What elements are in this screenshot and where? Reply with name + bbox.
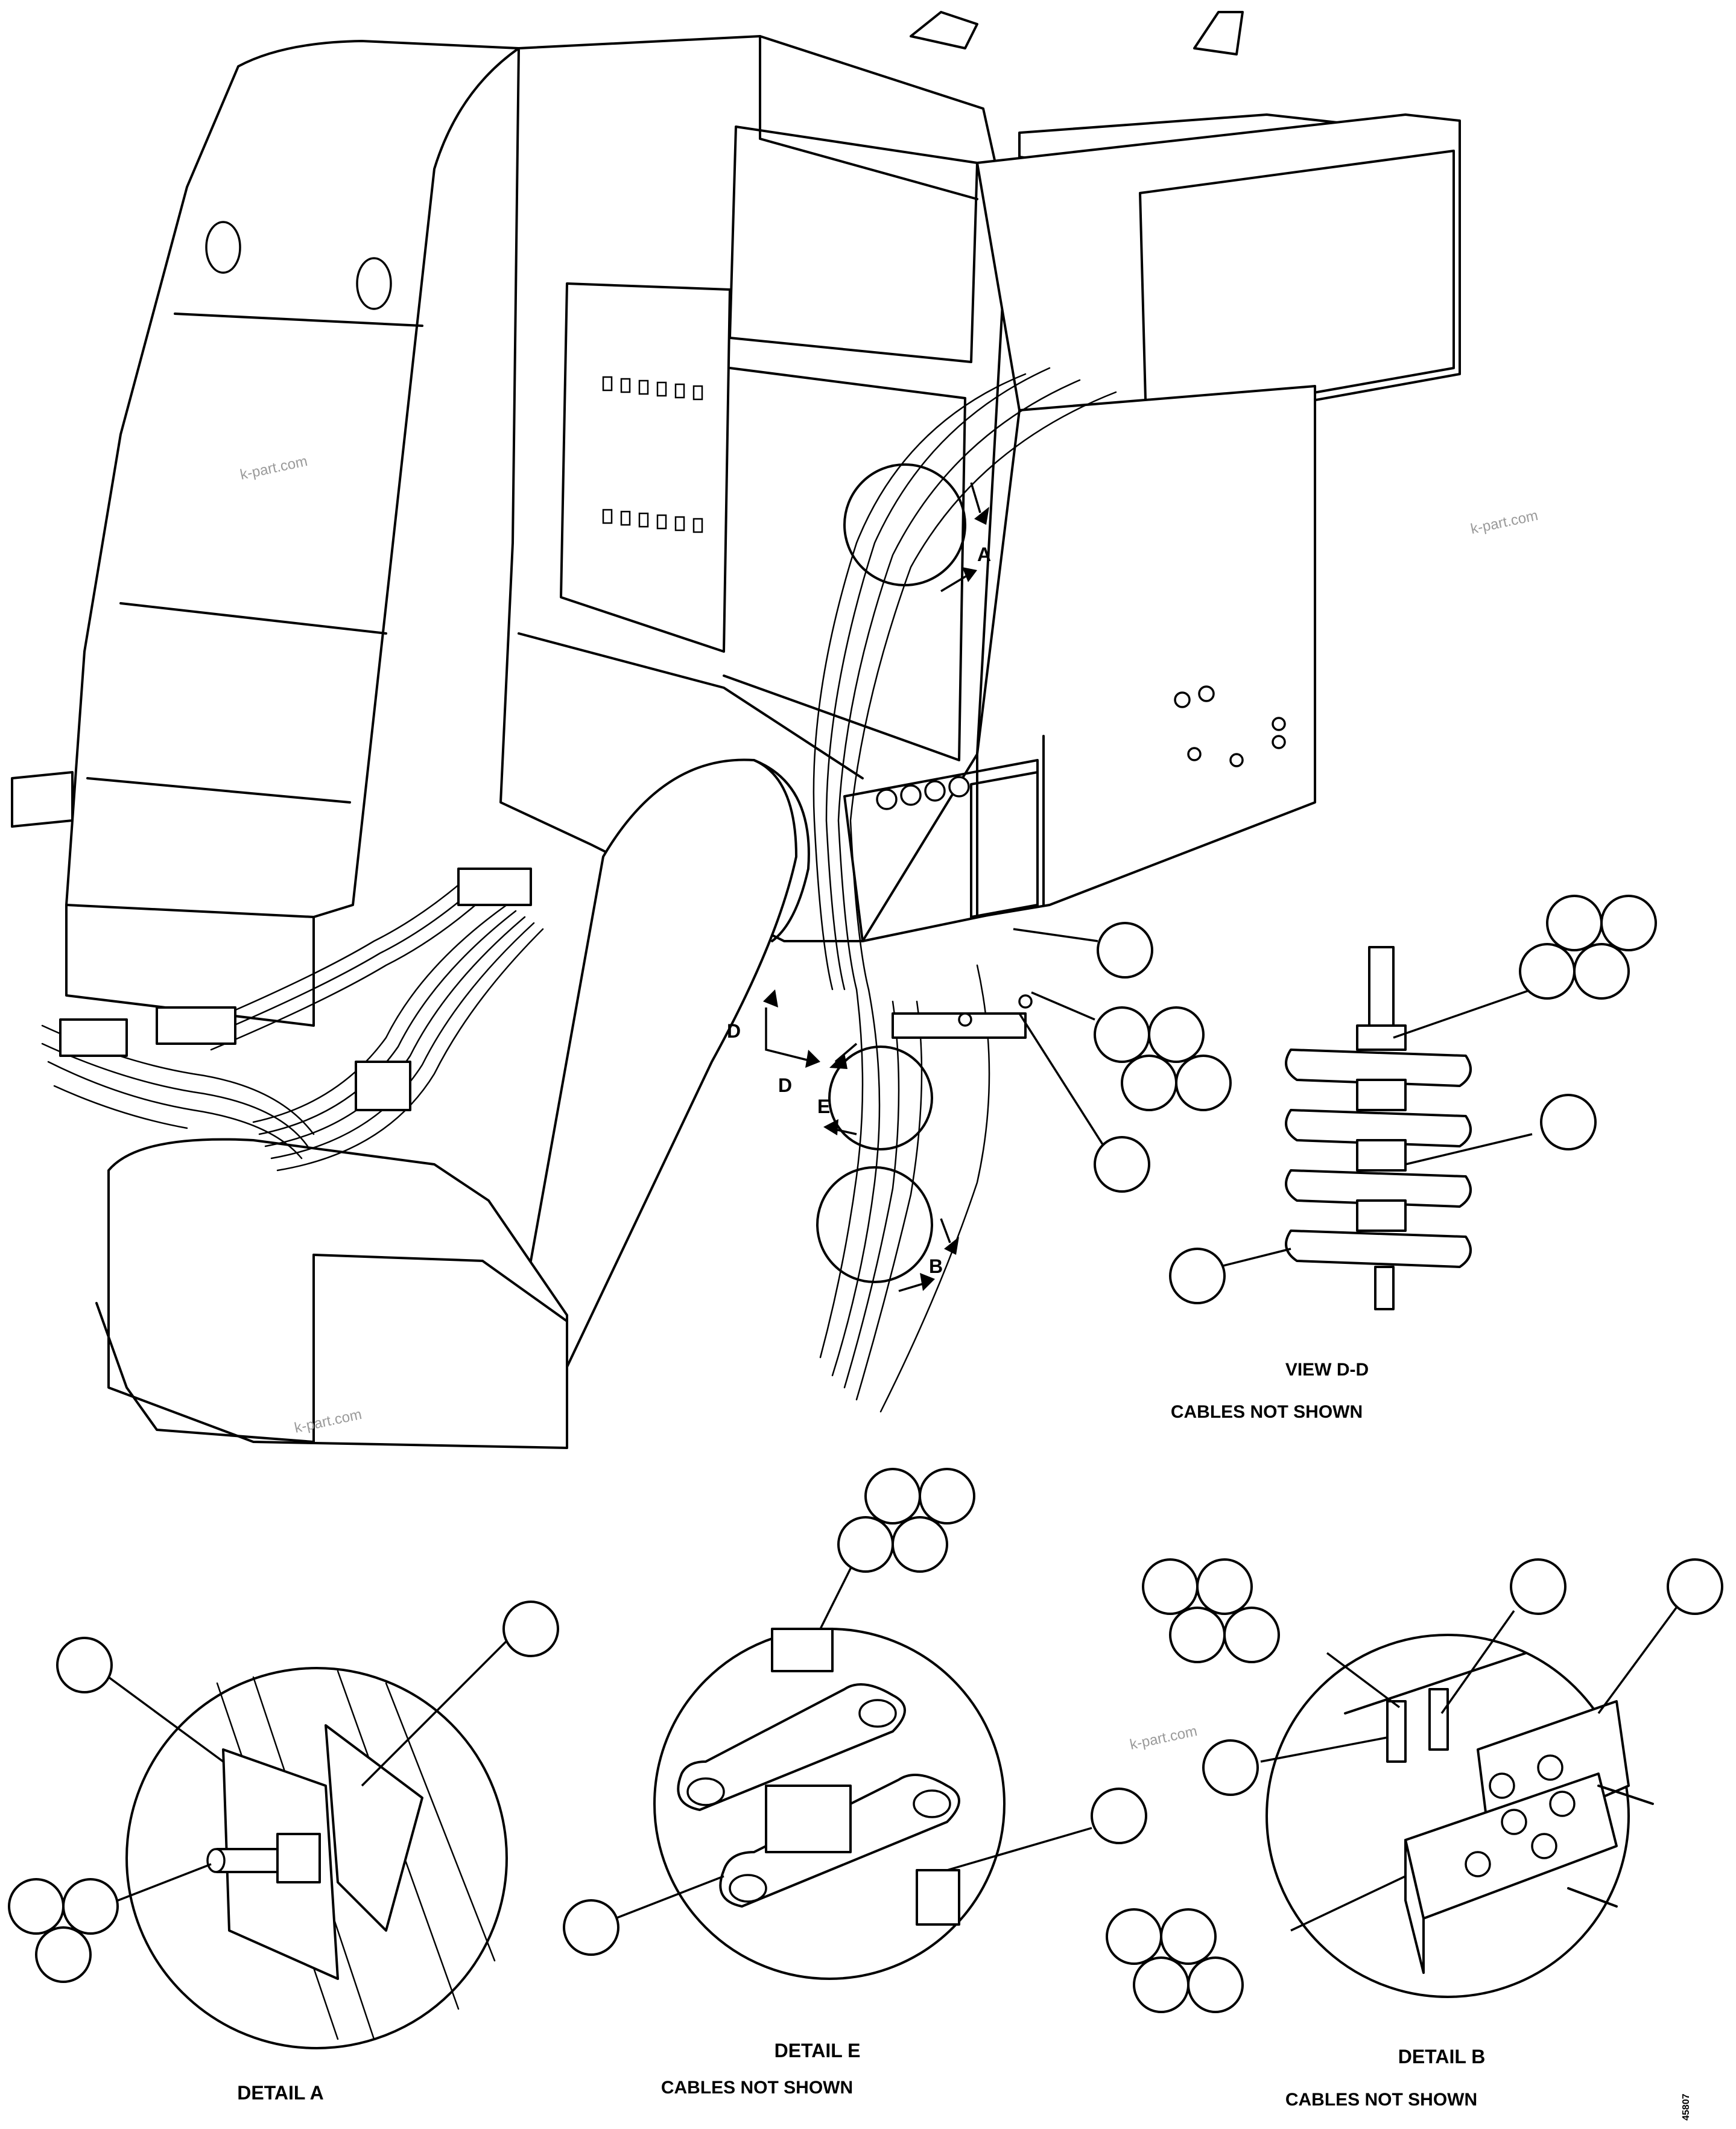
balloon <box>1094 1136 1150 1193</box>
balloon <box>1519 943 1576 1000</box>
balloon <box>563 1899 619 1956</box>
balloon <box>1667 1558 1723 1615</box>
balloon <box>1540 1094 1597 1150</box>
balloon <box>1546 895 1603 951</box>
louver-row-upper <box>602 376 703 401</box>
section-label-e: E <box>817 1096 830 1117</box>
section-arrow-d: D D <box>727 989 820 1096</box>
balloon <box>1196 1558 1253 1615</box>
balloon <box>1106 1908 1162 1965</box>
balloon <box>1187 1956 1244 2013</box>
part-number: 45807 <box>1681 2093 1691 2121</box>
balloon <box>1169 1607 1226 1663</box>
balloon <box>864 1468 921 1525</box>
balloon <box>837 1516 894 1573</box>
right-enclosure <box>976 113 1461 430</box>
balloon <box>1169 1248 1226 1304</box>
section-label-b: B <box>929 1255 943 1277</box>
balloon <box>1133 1956 1190 2013</box>
balloon <box>56 1637 113 1693</box>
detail-a-callout <box>843 463 966 586</box>
balloon <box>1142 1558 1199 1615</box>
balloon <box>1573 943 1630 1000</box>
detail-b-callout <box>816 1166 933 1283</box>
right-lower-housing <box>976 385 1316 918</box>
chute-hood <box>65 40 520 918</box>
detail-b: DETAIL B CABLES NOT SHOWN <box>1106 1558 1723 2110</box>
section-label-d-upper: D <box>727 1020 741 1042</box>
balloon <box>8 1878 65 1935</box>
balloon <box>502 1601 559 1657</box>
cable-bundle-center <box>813 367 1117 1413</box>
cable-bundle-left <box>41 874 544 1172</box>
balloon <box>1223 1607 1280 1663</box>
balloon <box>62 1878 119 1935</box>
section-arrow-b: B <box>898 1218 959 1292</box>
main-view-balloons <box>1013 922 1232 1193</box>
detail-b-note: CABLES NOT SHOWN <box>1285 2090 1477 2110</box>
detail-a-title: DETAIL A <box>237 2082 323 2104</box>
balloon <box>1600 895 1657 951</box>
view-dd-title: VIEW D-D <box>1285 1360 1369 1380</box>
detail-e-title: DETAIL E <box>775 2040 861 2061</box>
balloon <box>892 1516 948 1573</box>
balloon <box>1121 1055 1177 1111</box>
balloon <box>1097 922 1153 979</box>
detail-e-callout <box>828 1045 933 1150</box>
balloon <box>35 1926 92 1983</box>
louver-row-lower <box>602 509 703 533</box>
balloon <box>919 1468 975 1525</box>
view-dd: VIEW D-D CABLES NOT SHOWN <box>1169 895 1657 1422</box>
balloon <box>1148 1006 1205 1063</box>
view-dd-note: CABLES NOT SHOWN <box>1171 1402 1363 1422</box>
detail-e-note: CABLES NOT SHOWN <box>661 2078 853 2098</box>
detail-a: DETAIL A <box>8 1601 559 2104</box>
balloon <box>1202 1739 1259 1796</box>
section-label-d-lower: D <box>778 1074 792 1096</box>
main-assembly <box>11 11 1461 1449</box>
watermark: k-part.com <box>1469 507 1539 538</box>
balloon <box>1094 1006 1150 1063</box>
lower-hood <box>107 1138 568 1449</box>
balloon <box>1175 1055 1232 1111</box>
balloon <box>1091 1788 1147 1844</box>
balloon <box>1510 1558 1567 1615</box>
detail-b-title: DETAIL B <box>1398 2046 1486 2067</box>
detail-e: DETAIL E CABLES NOT SHOWN <box>563 1468 1147 2098</box>
section-arrow-a: A <box>940 482 991 592</box>
section-arrow-e: E <box>817 1042 858 1135</box>
balloon <box>1160 1908 1217 1965</box>
section-label-a: A <box>977 544 991 565</box>
watermark: k-part.com <box>1129 1723 1199 1753</box>
